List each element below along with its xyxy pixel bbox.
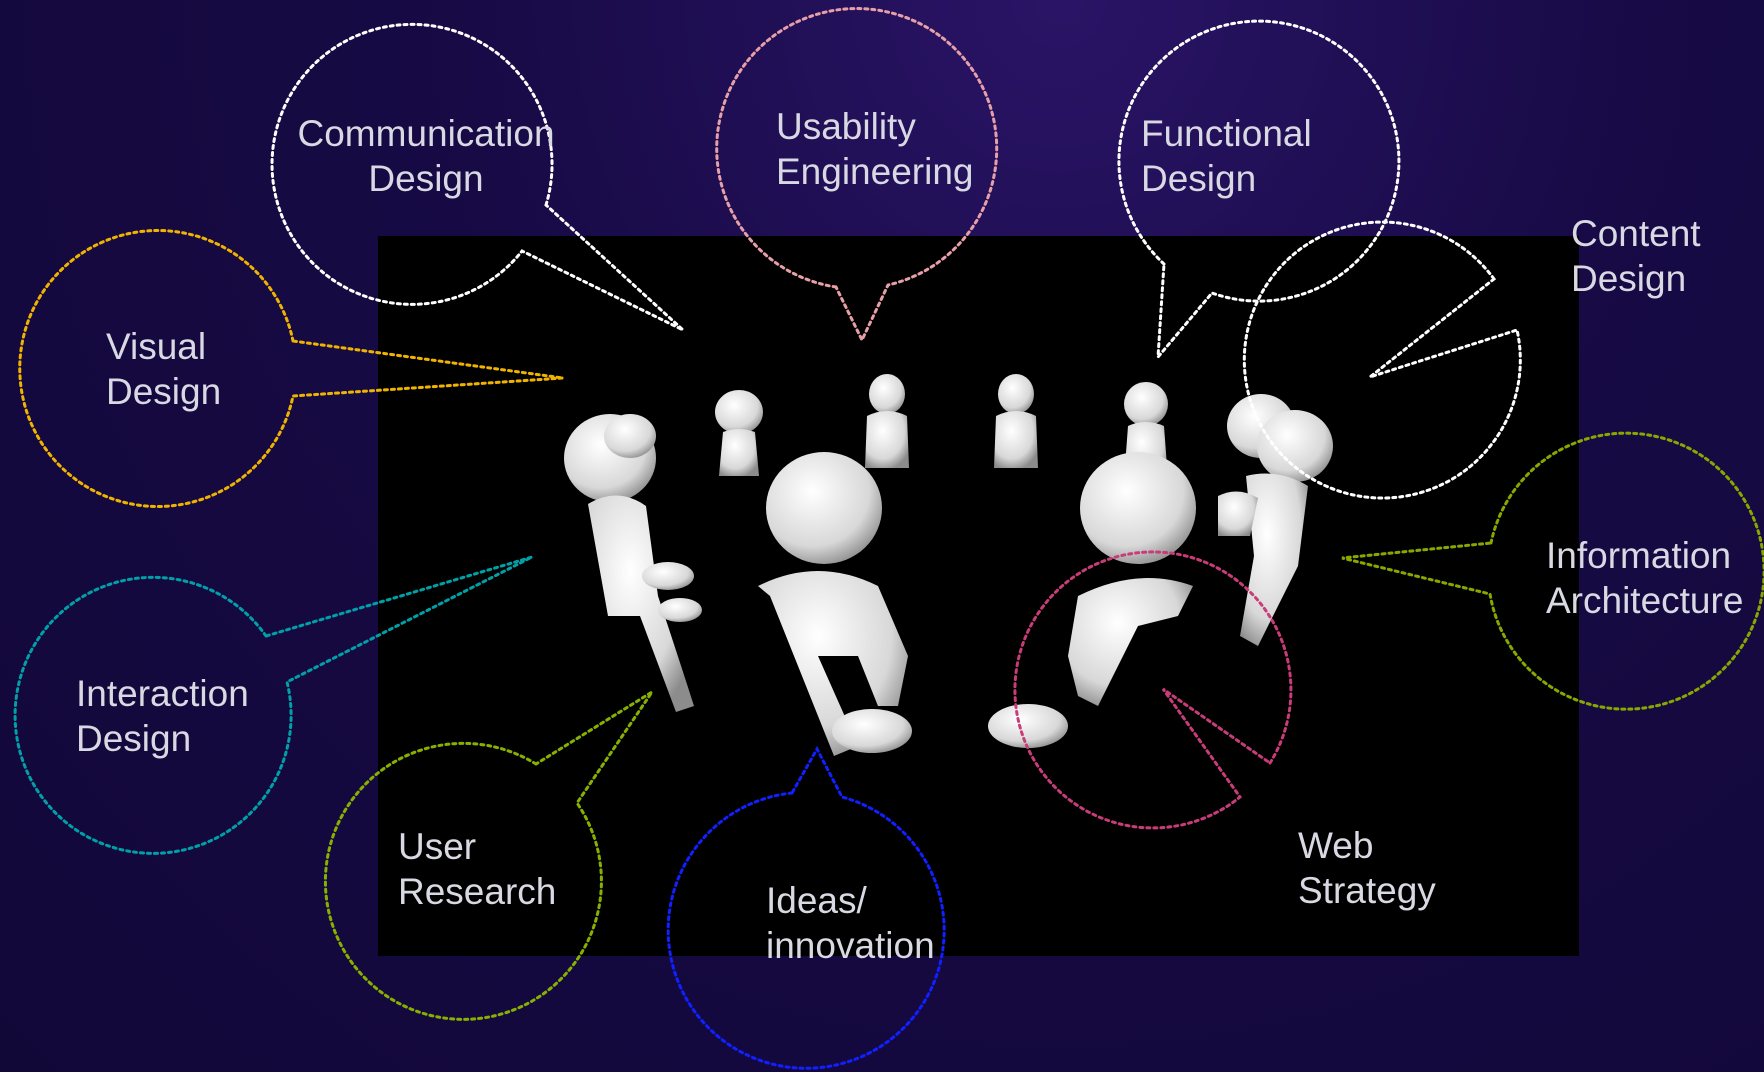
label-line: Ideas/ <box>766 880 867 921</box>
label-web-strategy: Web Strategy <box>1298 823 1436 913</box>
bubble-content-design <box>1242 220 1522 500</box>
label-line: Functional <box>1141 113 1312 154</box>
label-line: Content <box>1571 213 1701 254</box>
bubble-ideas-innovation <box>666 745 946 1070</box>
label-line: Design <box>76 718 192 759</box>
label-visual-design: Visual Design <box>106 324 221 414</box>
label-line: Research <box>398 871 557 912</box>
label-interaction-design: Interaction Design <box>76 671 249 761</box>
bubble-interaction-design <box>13 555 533 855</box>
label-line: Design <box>1141 158 1257 199</box>
label-line: User <box>398 826 477 867</box>
label-usability-engineering: Usability Engineering <box>776 104 973 194</box>
label-line: Design <box>368 158 484 199</box>
bubble-functional-design <box>1117 19 1401 362</box>
label-line: Interaction <box>76 673 249 714</box>
bubble-user-research <box>323 690 654 1021</box>
label-line: Information <box>1546 535 1732 576</box>
label-line: Visual <box>106 326 207 367</box>
label-line: Communication <box>297 113 555 154</box>
bubble-communication-design <box>270 22 685 332</box>
label-line: Engineering <box>776 151 974 192</box>
figures-illustration <box>564 374 1333 756</box>
label-line: Web <box>1298 825 1374 866</box>
label-content-design: Content Design <box>1571 211 1701 301</box>
label-line: Design <box>106 371 222 412</box>
label-ideas-innovation: Ideas/ innovation <box>766 878 935 968</box>
label-line: innovation <box>766 925 935 966</box>
team-circle-image <box>378 236 1579 956</box>
label-line: Design <box>1571 258 1687 299</box>
bubble-web-strategy <box>1013 550 1293 830</box>
label-line: Strategy <box>1298 870 1436 911</box>
label-user-research: User Research <box>398 824 556 914</box>
label-communication-design: Communication Design <box>296 111 556 201</box>
label-line: Usability <box>776 106 916 147</box>
bubble-visual-design <box>18 229 564 508</box>
label-line: Architecture <box>1546 580 1744 621</box>
label-functional-design: Functional Design <box>1141 111 1312 201</box>
label-information-architecture: Information Architecture <box>1546 533 1743 623</box>
bubble-usability-engineering <box>715 7 999 344</box>
